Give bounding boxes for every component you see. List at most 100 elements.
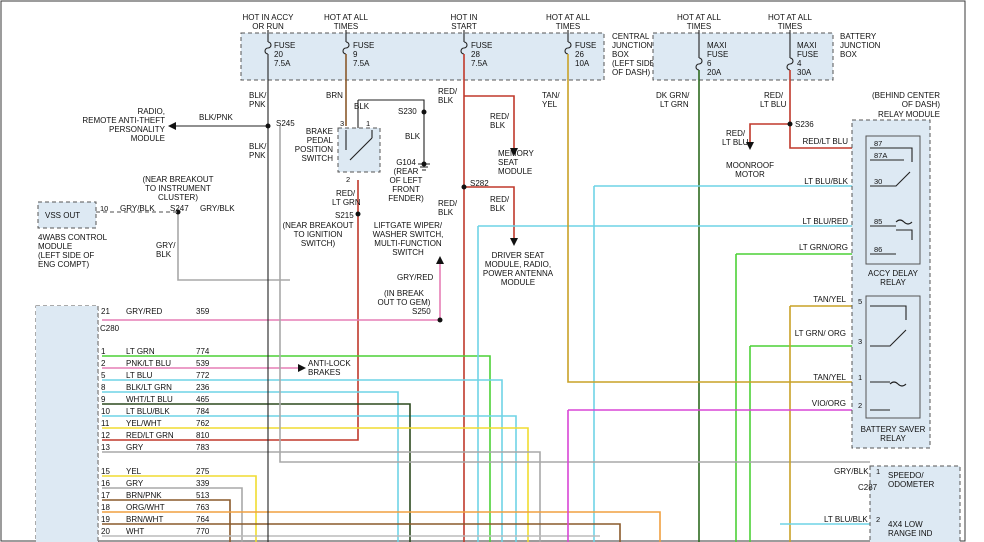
maxi4-l3: 4 <box>797 59 802 68</box>
saver-wire-3: LT GRN/ ORG <box>795 329 846 338</box>
speedo-label: SPEEDO/ ODOMETER 4X4 LOW RANGE IND <box>888 471 934 538</box>
fuse-symbols <box>264 30 794 90</box>
cluster-pin-wire: ORG/WHT <box>126 503 165 512</box>
speedo-connector: C287 <box>858 483 878 492</box>
cluster-connector: C280 <box>100 324 120 333</box>
wl-blkpnk-a2: PNK <box>249 100 266 109</box>
g104-label-1: G104 <box>396 158 416 167</box>
accy-wire-30: LT BLU/BLK <box>804 177 848 186</box>
brake-label-1: BRAKE <box>306 127 333 136</box>
wl-gryred: GRY/RED <box>397 273 434 282</box>
accy-wire-87: RED/LT BLU <box>803 137 849 146</box>
cluster-pin-circuit: 810 <box>196 431 210 440</box>
fuse28-l2: 28 <box>471 50 480 59</box>
wl-redblk-d1: RED/ <box>490 195 510 204</box>
speedo-wire-2: LT BLU/BLK <box>824 515 868 524</box>
cluster-pin-circuit: 339 <box>196 479 210 488</box>
wl-dkgrn-2: LT GRN <box>660 100 689 109</box>
saver-pin-5: 5 <box>858 297 862 306</box>
abs-label-4: ENG COMPT) <box>38 260 89 269</box>
fuse20-l3: 7.5A <box>274 59 291 68</box>
junction-box-label-5: OF DASH) <box>612 68 651 77</box>
wire-blk-ltgrn-236 <box>102 391 399 542</box>
radio-label-3: PERSONALITY <box>109 125 166 134</box>
accy-wire-86: LT GRN/ORG <box>799 243 848 252</box>
cluster-pin-wire: YEL <box>126 467 142 476</box>
speedo-odometer-box <box>869 465 961 542</box>
fuse26-l2: 26 <box>575 50 584 59</box>
cluster-pin-circuit: 465 <box>196 395 210 404</box>
saver-pin-1: 1 <box>858 373 862 382</box>
splice-s250: S250 <box>412 307 431 316</box>
hot-all-times-1-line1: HOT AT ALL <box>324 13 369 22</box>
wl-redltblu-a1: RED/ <box>764 91 784 100</box>
g104-label-4: FRONT <box>392 185 420 194</box>
saver-relay-wires: TAN/YEL LT GRN/ ORG TAN/YEL VIO/ORG <box>795 295 847 408</box>
radio-label: RADIO, REMOTE ANTI-THEFT PERSONALITY MOD… <box>82 107 165 143</box>
splice-s236: S236 <box>795 120 814 129</box>
cluster-pin-wire: GRY/RED <box>126 307 163 316</box>
brake-label-4: SWITCH <box>301 154 333 163</box>
wire-gry-339 <box>102 487 243 542</box>
cluster-pin-num: 10 <box>101 407 110 416</box>
wl-blk-b: BLK <box>405 132 421 141</box>
accy-pin-30: 30 <box>874 177 882 186</box>
splice-s247: S247 <box>170 204 189 213</box>
maxi4-l4: 30A <box>797 68 812 77</box>
maxi6-l4: 20A <box>707 68 722 77</box>
brake-switch-label: BRAKE PEDAL POSITION SWITCH <box>295 127 334 163</box>
breakout-ign-3: SWITCH) <box>301 239 336 248</box>
junction-box-label: CENTRAL JUNCTION BOX (LEFT SIDE OF DASH) <box>612 32 655 77</box>
g104-label: G104 (REAR OF LEFT FRONT FENDER) <box>388 158 424 203</box>
junction-box-label-3: BOX <box>612 50 630 59</box>
saver-wire-1: TAN/YEL <box>813 373 846 382</box>
moonroof-label-1: MOONROOF <box>726 161 774 170</box>
cluster-pin-num: 15 <box>101 467 110 476</box>
wl-blkpnk-a1: BLK/ <box>249 91 267 100</box>
cluster-pin-circuit: 784 <box>196 407 210 416</box>
vss-out-box <box>37 201 97 229</box>
hot-accy-run-line2: OR RUN <box>252 22 284 31</box>
hot-all-times-2-line2: TIMES <box>556 22 580 31</box>
wire-brn-wht-764 <box>102 523 621 542</box>
abs-pin-10: 10 <box>100 204 108 213</box>
saver-pin-2: 2 <box>858 401 862 410</box>
wire-gry-blk-cluster <box>177 212 290 281</box>
fuse26-l3: 10A <box>575 59 590 68</box>
wl-redblk-d2: BLK <box>490 204 506 213</box>
breakout-ign-label: (NEAR BREAKOUT TO IGNITION SWITCH) <box>282 221 353 248</box>
wire-lt-blu-772 <box>102 379 503 542</box>
cluster-pin-wire: LT BLU <box>126 371 153 380</box>
relay-module-label-3: RELAY MODULE <box>878 110 940 119</box>
cluster-pin-wire: LT GRN <box>126 347 155 356</box>
relay-names: ACCY DELAY RELAY BATTERY SAVER RELAY <box>861 269 926 443</box>
fuse9-l2: 9 <box>353 50 358 59</box>
cluster-pin-wire: BRN/PNK <box>126 491 162 500</box>
breakout-cluster-label: (NEAR BREAKOUT TO INSTRUMENT CLUSTER) <box>142 175 213 202</box>
maxi4-l1: MAXI <box>797 41 817 50</box>
wl-redltgrn-2: LT GRN <box>332 198 361 207</box>
wire-brn-pnk-513 <box>102 499 231 542</box>
splice-s282: S282 <box>470 179 489 188</box>
wl-redltgrn-1: RED/ <box>336 189 356 198</box>
hot-all-times-2-line1: HOT AT ALL <box>546 13 591 22</box>
cluster-pin-circuit: 762 <box>196 419 210 428</box>
maxi6-l2: FUSE <box>707 50 728 59</box>
wl-blkpnk-b1: BLK/ <box>249 142 267 151</box>
radio-label-4: MODULE <box>131 134 165 143</box>
cluster-pin-num: 13 <box>101 443 110 452</box>
cluster-pin-wire: RED/LT GRN <box>126 431 174 440</box>
liftgate-1: LIFTGATE WIPER/ <box>374 221 443 230</box>
saver-wire-5: TAN/YEL <box>813 295 846 304</box>
central-junction-box <box>240 32 605 81</box>
relay-module-label-2: OF DASH) <box>902 100 941 109</box>
cluster-pin-num: 1 <box>101 347 106 356</box>
wire-ltblu-blk-784 <box>102 415 517 542</box>
radio-label-1: RADIO, <box>137 107 165 116</box>
fuse-labels: FUSE 20 7.5A FUSE 9 7.5A FUSE 28 7.5A FU… <box>274 41 818 77</box>
breakout-gem-2: OUT TO GEM) <box>378 298 431 307</box>
cluster-pin-num: 9 <box>101 395 106 404</box>
wire-ltgrn-org-86 <box>735 253 852 542</box>
cluster-pin-wire: LT BLU/BLK <box>126 407 170 416</box>
abs-module-label: 4WABS CONTROL MODULE (LEFT SIDE OF ENG C… <box>38 233 108 269</box>
